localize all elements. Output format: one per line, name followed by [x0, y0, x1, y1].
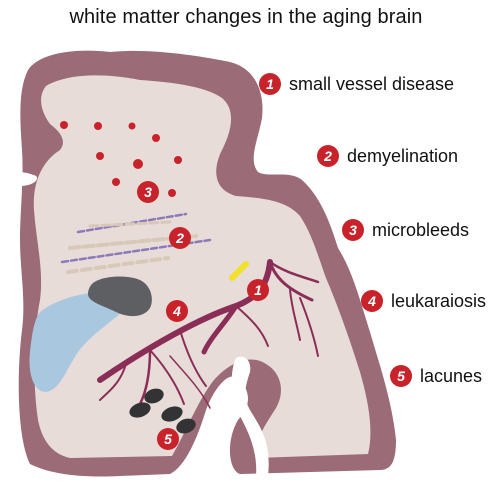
marker-5: 5 — [157, 428, 179, 450]
marker-1: 1 — [247, 279, 269, 301]
legend-item-lacunes: 5 lacunes — [390, 365, 482, 387]
legend-label: small vessel disease — [289, 74, 454, 95]
svg-text:4: 4 — [172, 303, 181, 319]
legend-item-demyelination: 2 demyelination — [317, 145, 458, 167]
legend-label: leukaraiosis — [391, 291, 486, 312]
svg-text:5: 5 — [164, 431, 172, 447]
legend-number: 3 — [342, 219, 364, 241]
legend-item-small-vessel-disease: 1 small vessel disease — [259, 73, 454, 95]
marker-4: 4 — [166, 300, 188, 322]
svg-text:1: 1 — [254, 282, 262, 298]
svg-text:2: 2 — [175, 230, 184, 246]
legend-number: 1 — [259, 73, 281, 95]
legend-number: 4 — [361, 290, 383, 312]
legend-number: 5 — [390, 365, 412, 387]
legend-label: microbleeds — [372, 220, 469, 241]
legend-item-leukaraiosis: 4 leukaraiosis — [361, 290, 486, 312]
legend-label: demyelination — [347, 146, 458, 167]
svg-text:3: 3 — [144, 184, 152, 200]
marker-3: 3 — [137, 181, 159, 203]
legend-number: 2 — [317, 145, 339, 167]
legend-label: lacunes — [420, 366, 482, 387]
legend-item-microbleeds: 3 microbleeds — [342, 219, 469, 241]
marker-2: 2 — [169, 227, 191, 249]
